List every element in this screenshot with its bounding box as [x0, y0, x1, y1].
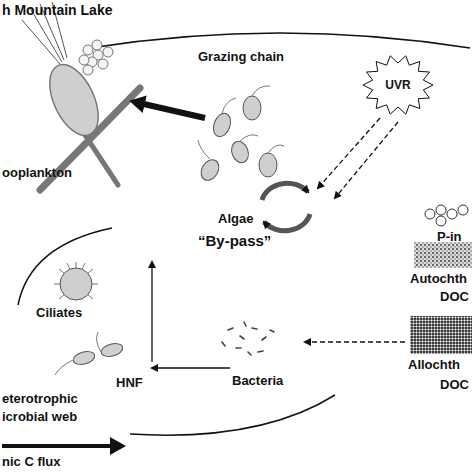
legend-text: nic C flux: [2, 455, 61, 470]
diagram-label: eterotrophic: [2, 392, 78, 407]
diagram-label: icrobial web: [2, 410, 77, 425]
diagram-label: Allochth: [408, 358, 460, 373]
diagram-label: ooplankton: [2, 166, 72, 181]
starburst-label: UVR: [385, 78, 410, 92]
diagram-title: h Mountain Lake: [2, 2, 112, 18]
diagram-label: DOC: [440, 290, 469, 305]
legend-arrow-sample: [2, 444, 120, 448]
diagram-label: Grazing chain: [198, 50, 284, 65]
diagram-label: P-in: [437, 230, 462, 245]
diagram-label: Autochth: [410, 272, 467, 287]
diagram-label: HNF: [116, 376, 143, 391]
starburst-node: UVR: [362, 54, 434, 116]
diagram-label: “By-pass”: [198, 232, 271, 249]
diagram-label: DOC: [440, 378, 469, 393]
diagram-label: Algae: [218, 212, 253, 227]
diagram-label: Bacteria: [232, 374, 283, 389]
diagram-label: Ciliates: [36, 306, 82, 321]
